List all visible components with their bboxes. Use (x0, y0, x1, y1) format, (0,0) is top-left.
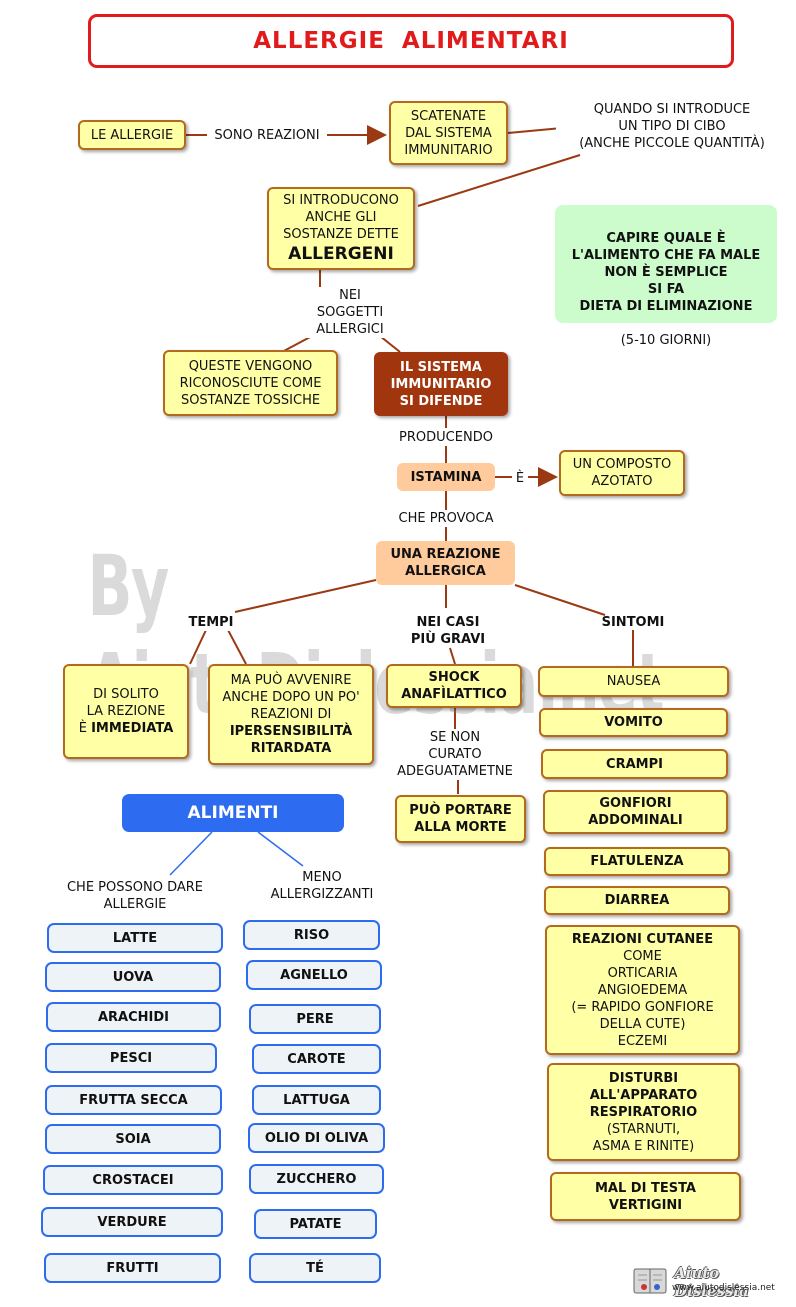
food-less-riso: RISO (243, 920, 380, 950)
link-producendo: PRODUCENDO (388, 429, 504, 446)
sintomo-nausea: NAUSEA (538, 666, 729, 697)
link-e: È (512, 470, 528, 487)
node-quando: QUANDO SI INTRODUCE UN TIPO DI CIBO (ANC… (556, 101, 788, 152)
sintomo-gonfiori: GONFIORI ADDOMINALI (543, 790, 728, 834)
link-nei-casi: NEI CASI PIÙ GRAVI (410, 615, 486, 647)
page-title: ALLERGIE ALIMENTARI (88, 14, 734, 68)
capire-text: CAPIRE QUALE È L'ALIMENTO CHE FA MALE NO… (571, 231, 761, 314)
link-meno: MENO ALLERGIZZANTI (258, 869, 386, 903)
link-che-possono: CHE POSSONO DARE ALLERGIE (55, 879, 215, 913)
food-less-pere: PERE (249, 1004, 381, 1034)
ipersensibilita-text: IPERSENSIBILITÀ RITARDATA (229, 724, 353, 756)
node-morte: PUÒ PORTARE ALLA MORTE (395, 795, 526, 843)
ma-puo-text: MA PUÒ AVVENIRE ANCHE DOPO UN PO' REAZIO… (222, 673, 360, 722)
node-composto: UN COMPOSTO AZOTATO (559, 450, 685, 496)
node-si-introducono: SI INTRODUCONO ANCHE GLI SOSTANZE DETTE … (267, 187, 415, 270)
node-ma-puo: MA PUÒ AVVENIRE ANCHE DOPO UN PO' REAZIO… (208, 664, 374, 765)
immediata-text: IMMEDIATA (91, 721, 174, 736)
logo-url: www.aiutodislessia.net (672, 1283, 775, 1293)
book-icon (633, 1268, 667, 1294)
node-alimenti: ALIMENTI (122, 794, 344, 832)
node-istamina: ISTAMINA (397, 463, 495, 491)
node-reazione: UNA REAZIONE ALLERGICA (376, 541, 515, 585)
disturbi-title: DISTURBI ALL'APPARATO RESPIRATORIO (589, 1070, 698, 1120)
food-allergenic-latte: LATTE (47, 923, 223, 953)
food-less-patate: PATATE (254, 1209, 377, 1239)
aiutodislessia-logo: Aiuto Dislessia www.aiutodislessia.net (632, 1262, 786, 1300)
link-sintomi: SINTOMI (601, 615, 665, 630)
allergeni-text: ALLERGENI (288, 244, 394, 264)
sintomo-flatulenza: FLATULENZA (544, 847, 730, 876)
food-allergenic-arachidi: ARACHIDI (46, 1002, 221, 1032)
link-nei-soggetti: NEI SOGGETTI ALLERGICI (300, 287, 400, 338)
sintomo-disturbi: DISTURBI ALL'APPARATO RESPIRATORIO (STAR… (547, 1063, 740, 1161)
sintomo-diarrea: DIARREA (544, 886, 730, 915)
food-less-agnello: AGNELLO (246, 960, 382, 990)
link-che-provoca: CHE PROVOCA (388, 510, 504, 527)
link-se-non: SE NON CURATO ADEGUATAMETNE (388, 729, 522, 780)
sintomo-cutanee: REAZIONI CUTANEE COME ORTICARIA ANGIOEDE… (545, 925, 740, 1055)
di-solito-text: DI SOLITO LA REZIONE È IMMEDIATA (79, 686, 174, 737)
sintomo-mal-di-testa: MAL DI TESTA VERTIGINI (550, 1172, 741, 1221)
sintomo-vomito: VOMITO (539, 708, 728, 737)
food-allergenic-pesci: PESCI (45, 1043, 217, 1073)
link-sono-reazioni: SONO REAZIONI (207, 127, 327, 144)
node-queste: QUESTE VENGONO RICONOSCIUTE COME SOSTANZ… (163, 350, 338, 416)
node-scatenate: SCATENATE DAL SISTEMA IMMUNITARIO (389, 101, 508, 165)
node-di-solito: DI SOLITO LA REZIONE È IMMEDIATA (63, 664, 189, 759)
di-solito-pre: DI SOLITO LA REZIONE È (78, 687, 166, 736)
food-allergenic-crostacei: CROSTACEI (43, 1165, 223, 1195)
logo-name: Aiuto Dislessia (674, 1264, 749, 1300)
cutanee-body: COME ORTICARIA ANGIOEDEMA (= RAPIDO GONF… (571, 948, 714, 1049)
food-allergenic-soia: SOIA (45, 1124, 221, 1154)
cutanee-title: REAZIONI CUTANEE (571, 931, 714, 947)
food-allergenic-uova: UOVA (45, 962, 221, 992)
capire-days: (5-10 GIORNI) (620, 333, 712, 348)
food-allergenic-verdure: VERDURE (41, 1207, 223, 1237)
node-le-allergie: LE ALLERGIE (78, 120, 186, 150)
link-tempi: TEMPI (175, 614, 247, 631)
sintomo-crampi: CRAMPI (541, 749, 728, 779)
food-allergenic-frutta-secca: FRUTTA SECCA (45, 1085, 222, 1115)
food-less-carote: CAROTE (252, 1044, 381, 1074)
node-sistema: IL SISTEMA IMMUNITARIO SI DIFENDE (374, 352, 508, 416)
food-less-zucchero: ZUCCHERO (249, 1164, 384, 1194)
food-less-lattuga: LATTUGA (252, 1085, 381, 1115)
food-less-olio-di-oliva: OLIO DI OLIVA (248, 1123, 385, 1153)
food-less-te: TÉ (249, 1253, 381, 1283)
disturbi-body: (STARNUTI, ASMA E RINITE) (592, 1121, 695, 1154)
node-capire: CAPIRE QUALE È L'ALIMENTO CHE FA MALE NO… (555, 205, 777, 348)
node-shock: SHOCK ANAFÌLATTICO (386, 664, 522, 708)
si-introducono-text: SI INTRODUCONO ANCHE GLI SOSTANZE DETTE (283, 193, 399, 242)
food-allergenic-frutti: FRUTTI (44, 1253, 221, 1283)
